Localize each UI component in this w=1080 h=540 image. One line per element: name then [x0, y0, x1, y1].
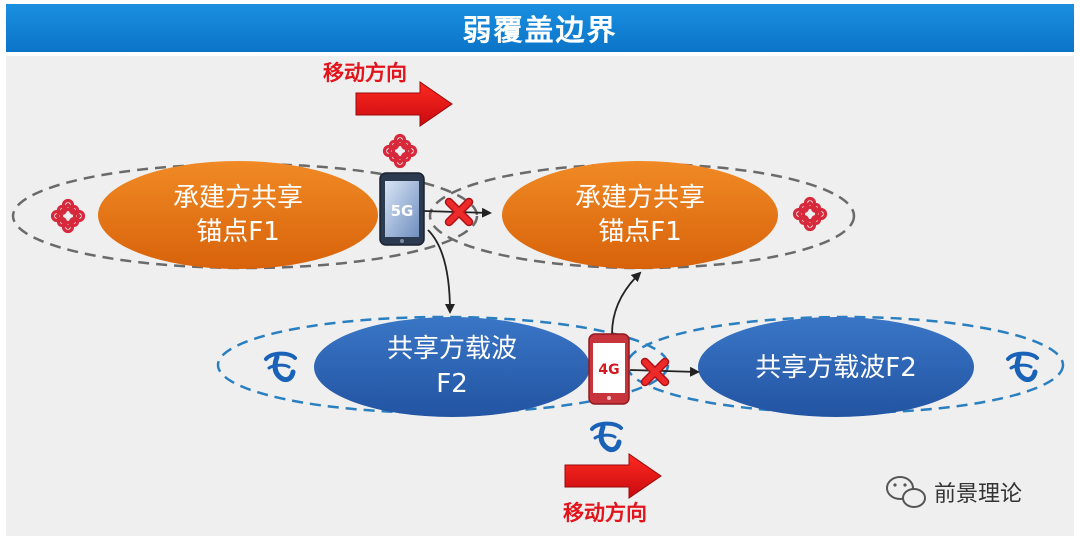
movement-arrow-top	[355, 81, 453, 127]
phone-5g-label: 5G	[391, 202, 414, 220]
anchor-cell-right-line2: 锚点F1	[598, 217, 682, 247]
diagram-title: 弱覆盖边界	[462, 13, 618, 47]
diagram-panel	[6, 56, 1074, 536]
china-unicom-logo-icon	[792, 196, 828, 232]
carrier-cell-left-line1: 共享方载波	[387, 334, 517, 364]
anchor-cell-left-line1: 承建方共享	[173, 183, 303, 213]
anchor-cell-right-line1: 承建方共享	[575, 183, 705, 213]
phone-5g: 5G	[379, 172, 425, 246]
watermark-text: 前景理论	[934, 482, 1022, 507]
anchor-cell-left	[98, 161, 378, 269]
carrier-cell-right	[698, 317, 974, 417]
china-telecom-logo-icon	[592, 424, 621, 450]
direction-label-top: 移动方向	[323, 61, 407, 85]
handover-arrow-4g-right	[629, 366, 700, 377]
carrier-cell-left-line2: F2	[436, 369, 468, 399]
anchor-arrow-4g-up	[611, 271, 642, 335]
china-unicom-logo-icon	[50, 198, 86, 234]
blocked-x-icon	[645, 362, 665, 382]
coverage-ellipse-anchor-left	[11, 162, 479, 270]
fallback-arrow-5g-down	[427, 229, 455, 314]
anchor-cell-right	[502, 161, 778, 269]
coverage-ellipse-carrier-right	[625, 315, 1065, 415]
movement-arrow-bottom	[564, 453, 662, 499]
china-telecom-logo-icon	[266, 354, 295, 380]
china-telecom-logo-icon	[1008, 354, 1037, 380]
wechat-icon	[886, 476, 926, 508]
phone-4g-label: 4G	[598, 362, 619, 378]
direction-label-bottom: 移动方向	[563, 501, 647, 525]
phone-4g: 4G	[588, 333, 630, 405]
title-bar: 弱覆盖边界	[6, 4, 1074, 52]
carrier-cell-right-label: 共享方载波F2	[755, 353, 917, 383]
anchor-cell-left-line2: 锚点F1	[196, 217, 280, 247]
carrier-cell-left	[314, 317, 590, 417]
china-unicom-logo-icon	[382, 133, 418, 169]
